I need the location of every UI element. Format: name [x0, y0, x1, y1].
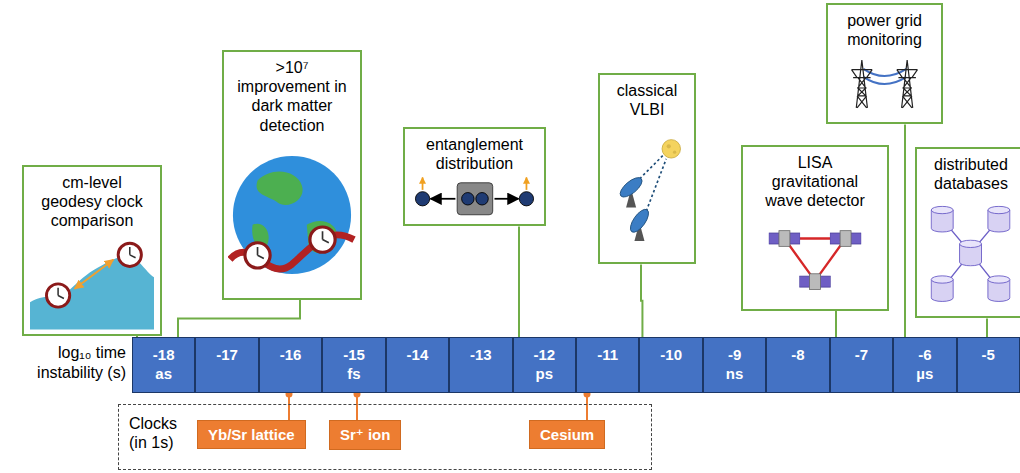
time-unit: µs: [916, 365, 933, 384]
exponent-label: -16: [280, 346, 302, 365]
database: [931, 276, 953, 302]
scale-cell: -15fs: [322, 337, 385, 393]
application-box: distributed databases: [915, 147, 1020, 318]
application-label: power grid monitoring: [838, 11, 931, 49]
axis-label: log₁₀ time instability (s): [4, 343, 126, 383]
geodesy-icon: [30, 231, 154, 331]
scale-cell: -18as: [132, 337, 195, 393]
exponent-label: -7: [855, 346, 868, 365]
exponent-label: -9: [728, 346, 741, 365]
application-label: entanglement distribution: [411, 135, 538, 173]
database: [931, 207, 953, 233]
exponent-label: -6: [918, 346, 931, 365]
application-box: power grid monitoring: [826, 3, 943, 124]
scale-cell: -11: [576, 337, 639, 393]
exponent-label: -17: [216, 346, 238, 365]
scale-cell: -7: [830, 337, 893, 393]
leader-line: [641, 264, 642, 337]
leader-line: [986, 318, 988, 337]
clock-symbol: [245, 243, 270, 268]
earth: [233, 156, 351, 274]
database-icon: [923, 193, 1019, 313]
leader-line: [178, 300, 300, 337]
source-box: [457, 183, 493, 215]
application-label: distributed databases: [923, 155, 1019, 193]
exponent-label: -8: [791, 346, 804, 365]
database: [988, 207, 1010, 233]
mountain: [30, 256, 154, 329]
clock-group: Clocks (in 1s) Yb/Sr lattice Sr⁺ ion Cesium: [118, 404, 652, 470]
application-box: LISA gravitational wave detector: [741, 145, 889, 311]
scale-cell: -17: [195, 337, 258, 393]
clock-symbol: [46, 283, 69, 306]
scale-cell: -16: [259, 337, 322, 393]
scale-cell: -13: [449, 337, 512, 393]
entanglement-icon: [411, 173, 538, 221]
clock-box: Yb/Sr lattice: [197, 420, 306, 449]
satellite: [830, 230, 861, 246]
clock-symbol: [118, 243, 141, 266]
vlbi-icon: [606, 119, 688, 259]
exponent-label: -12: [533, 346, 555, 365]
time-unit: fs: [347, 365, 360, 384]
scale-cell: -5: [957, 337, 1020, 393]
application-label: cm-level geodesy clock comparison: [30, 173, 154, 231]
exponent-label: -11: [597, 346, 618, 365]
exponent-label: -10: [660, 346, 682, 365]
clock-label: Sr⁺ ion: [340, 426, 390, 444]
clock-label: Yb/Sr lattice: [208, 426, 295, 443]
tower: [897, 61, 918, 109]
application-label: classical VLBI: [606, 81, 688, 119]
dish: [617, 175, 645, 201]
time-unit: as: [155, 365, 172, 384]
exponent-label: -15: [343, 346, 365, 365]
exponent-label: -18: [153, 346, 175, 365]
lisa-icon: [757, 211, 873, 306]
scale-cell: -10: [639, 337, 702, 393]
group-title: Clocks (in 1s): [129, 414, 189, 452]
exponent-label: -5: [982, 346, 995, 365]
leader-line: [835, 311, 837, 337]
application-box: entanglement distribution: [403, 127, 546, 226]
satellite: [799, 273, 830, 289]
clock-box: Cesium: [529, 420, 605, 449]
scale-cell: -6µs: [893, 337, 956, 393]
database: [960, 241, 982, 267]
exponent-label: -14: [407, 346, 429, 365]
satellite: [769, 230, 800, 246]
clock-label: Cesium: [540, 426, 594, 443]
time-unit: ns: [726, 365, 744, 384]
scale-cell: -12ps: [513, 337, 576, 393]
moon: [662, 140, 680, 158]
application-label: LISA gravitational wave detector: [757, 153, 873, 211]
clock-symbol: [310, 227, 335, 252]
scale-cell: -9ns: [703, 337, 766, 393]
scale-cell: -8: [766, 337, 829, 393]
application-box: cm-level geodesy clock comparison: [22, 165, 162, 336]
leader-line: [904, 124, 906, 337]
earth-icon: [228, 135, 356, 295]
application-label: >10⁷ improvement in dark matter detectio…: [228, 58, 356, 135]
exponent-label: -13: [470, 346, 492, 365]
database: [988, 276, 1010, 302]
tower: [852, 61, 873, 109]
clock-box: Sr⁺ ion: [329, 420, 401, 450]
application-box: >10⁷ improvement in dark matter detectio…: [222, 50, 362, 300]
leader-line: [518, 226, 520, 337]
application-box: classical VLBI: [598, 73, 696, 264]
power-grid-icon: [838, 49, 931, 119]
scale-cell: -14: [386, 337, 449, 393]
dish: [627, 207, 652, 236]
time-unit: ps: [536, 365, 554, 384]
comparison-arrow: [75, 259, 114, 288]
